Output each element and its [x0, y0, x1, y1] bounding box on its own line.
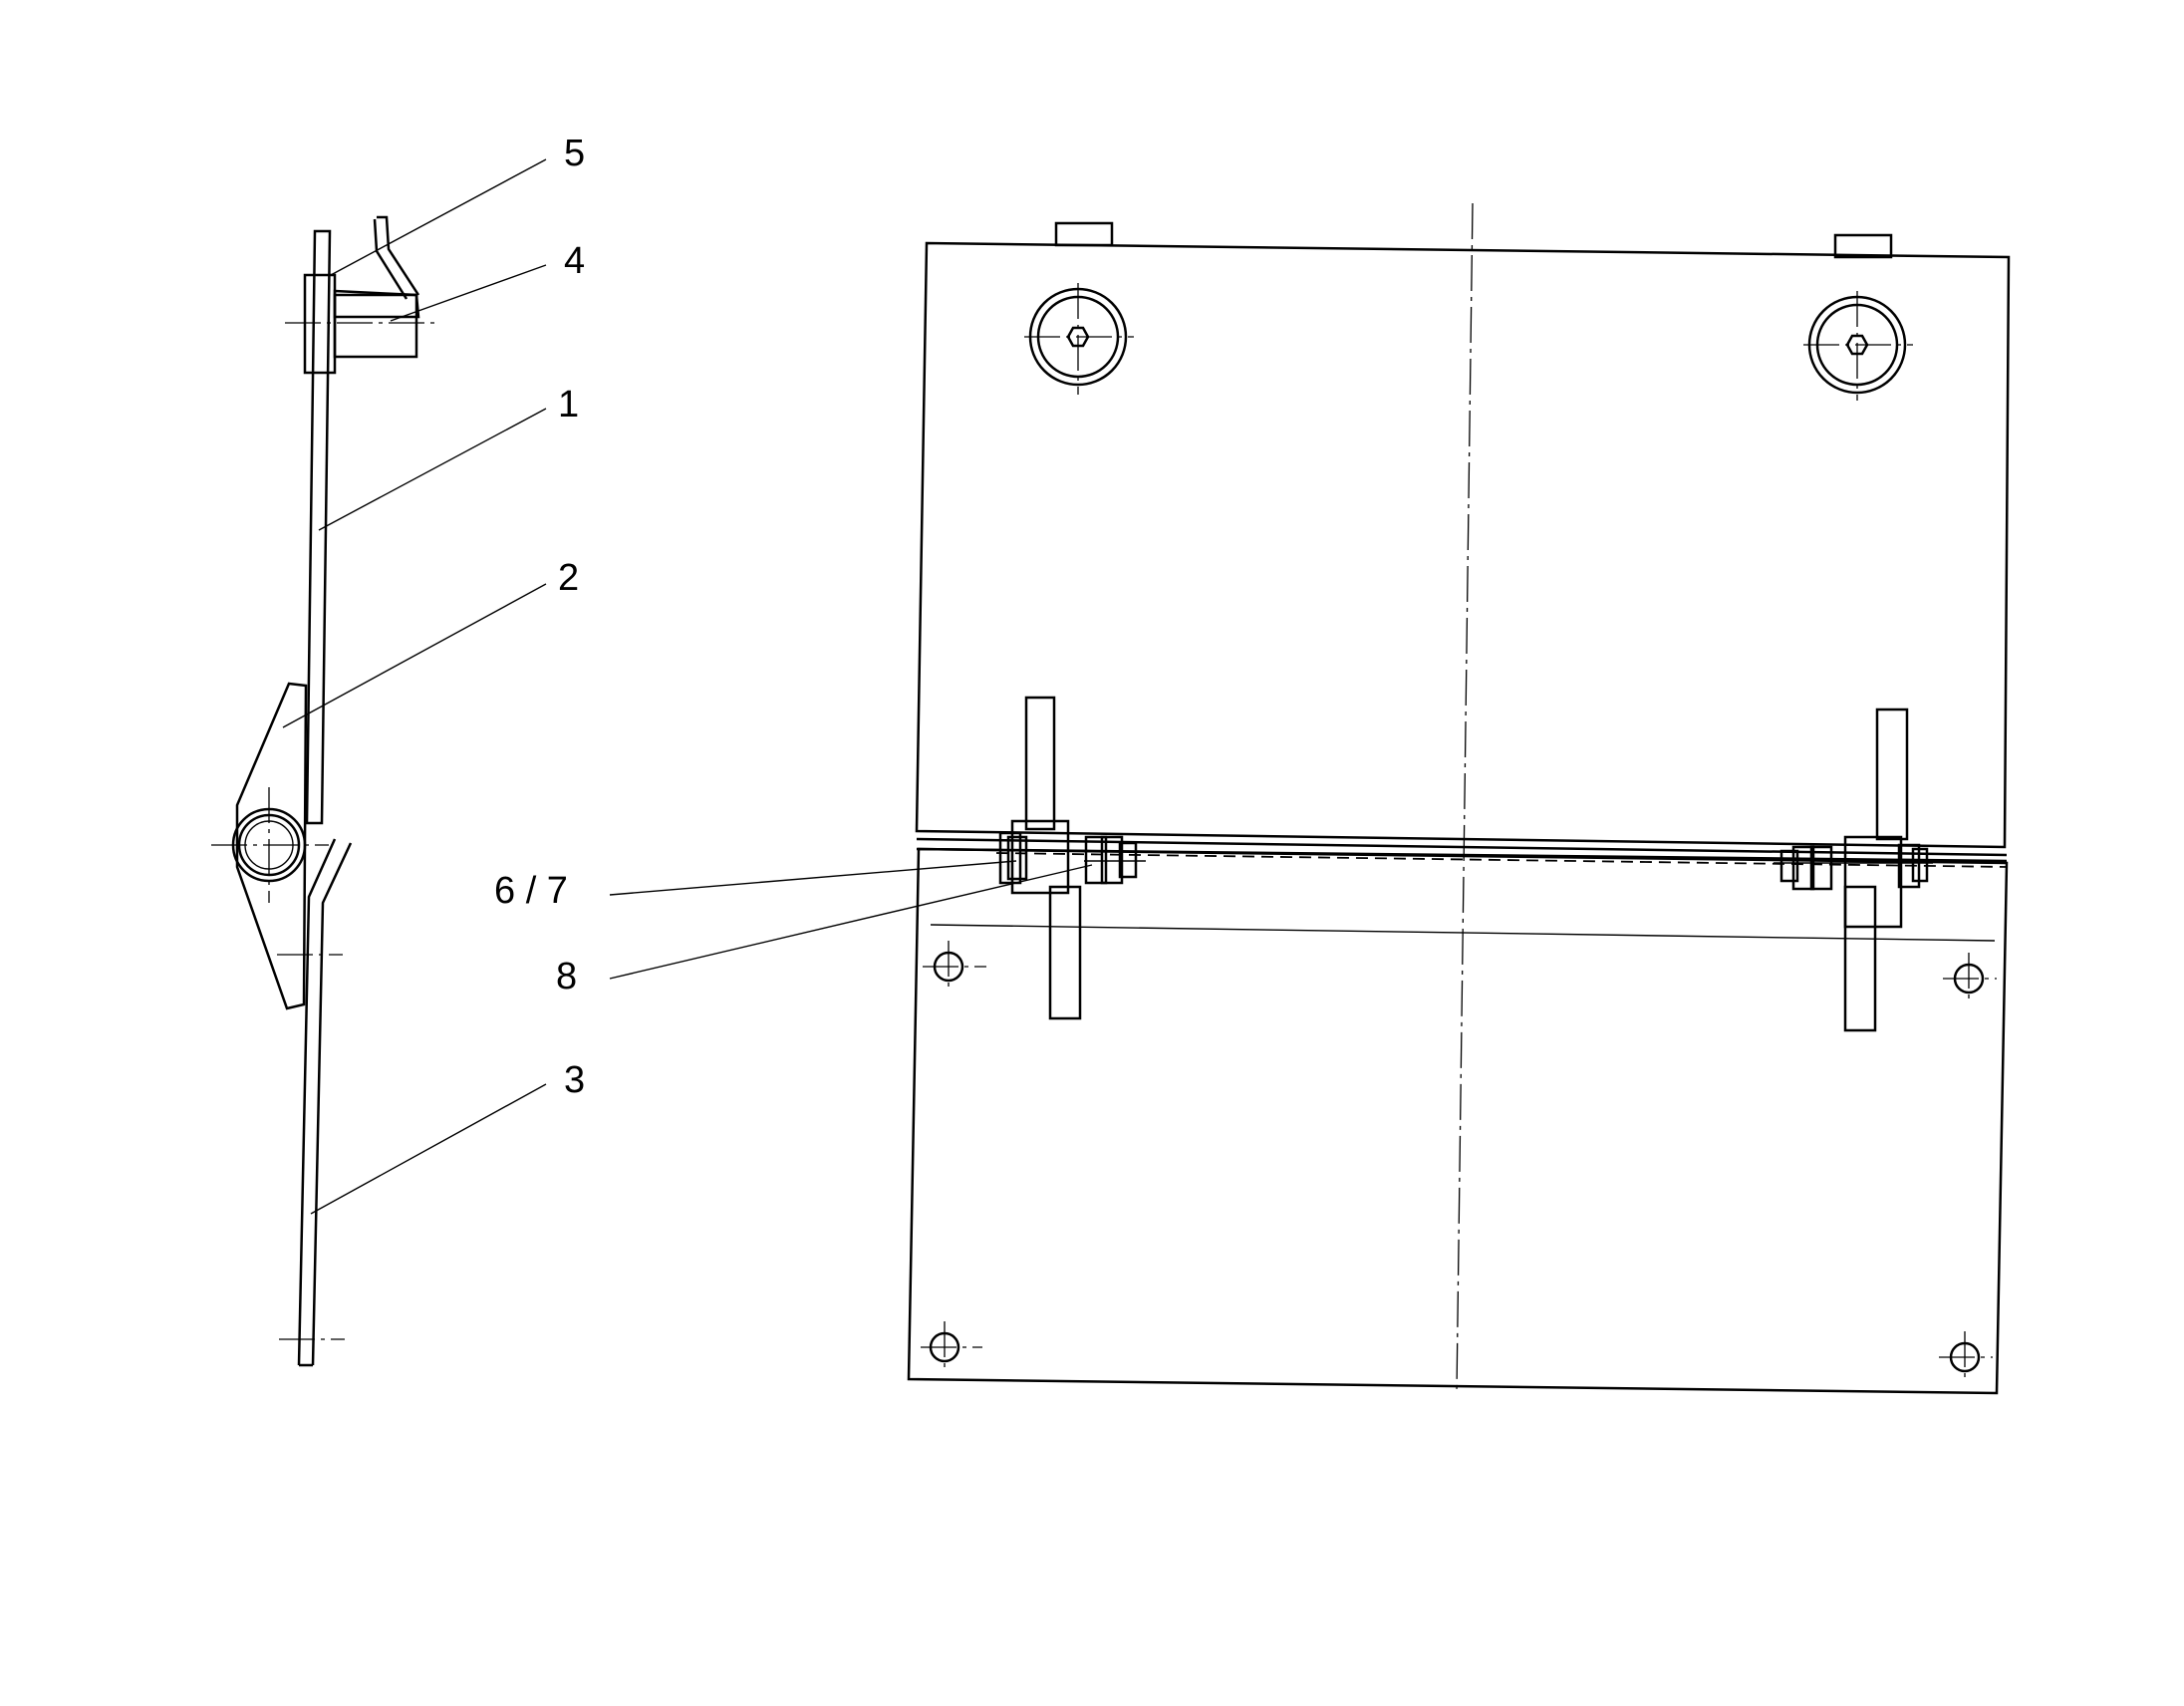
- callout-8: 8: [556, 956, 577, 997]
- hole-top-left: [923, 941, 986, 993]
- leader-67: [609, 860, 1017, 896]
- front-view: [907, 202, 2011, 1395]
- callout-6-7: 6 / 7: [494, 870, 568, 912]
- vertical-centerline: [1456, 202, 1474, 1394]
- screw-right: [1803, 291, 1913, 401]
- top-tab-right: [1833, 233, 1893, 259]
- lower-panel: [907, 847, 2009, 1395]
- callout-5: 5: [564, 133, 585, 174]
- leader-3: [310, 1083, 547, 1215]
- top-tab-left: [1054, 221, 1114, 247]
- leader-4: [390, 264, 547, 322]
- bracket-tab: [377, 215, 420, 296]
- leader-8: [609, 864, 1093, 980]
- hinge-hidden-line: [995, 852, 2008, 868]
- leader-1: [318, 408, 547, 531]
- callouts: 5 4 1 2 3 6 / 7 8: [494, 133, 585, 1101]
- upper-panel: [915, 241, 2011, 849]
- hinge-line-top: [916, 837, 2008, 857]
- side-view: [211, 215, 436, 1367]
- bracket-tab-inner: [373, 218, 409, 300]
- hole-top-right: [1943, 953, 1997, 1004]
- screw-left: [1024, 283, 1134, 395]
- callout-2: 2: [558, 557, 579, 599]
- upper-plate: [305, 229, 332, 825]
- callout-1: 1: [558, 384, 579, 426]
- lower-plate-right: [311, 842, 353, 1366]
- hinge-assembly-left: [998, 696, 1146, 1020]
- hinge-assembly-right: [1774, 708, 1933, 1032]
- hole-bottom-right: [1939, 1331, 1993, 1383]
- callout-3: 3: [564, 1059, 585, 1101]
- leader-lines: [282, 158, 1093, 1215]
- lower-plate-left: [297, 838, 337, 1366]
- lower-panel-reference-line: [930, 924, 1996, 942]
- callout-4: 4: [564, 240, 585, 282]
- bracket-body: [333, 293, 418, 359]
- hinge-bracket: [235, 682, 308, 1010]
- leader-5: [330, 158, 547, 276]
- hole-bottom-left: [921, 1321, 982, 1373]
- top-flange: [303, 273, 337, 375]
- leader-2: [282, 583, 547, 728]
